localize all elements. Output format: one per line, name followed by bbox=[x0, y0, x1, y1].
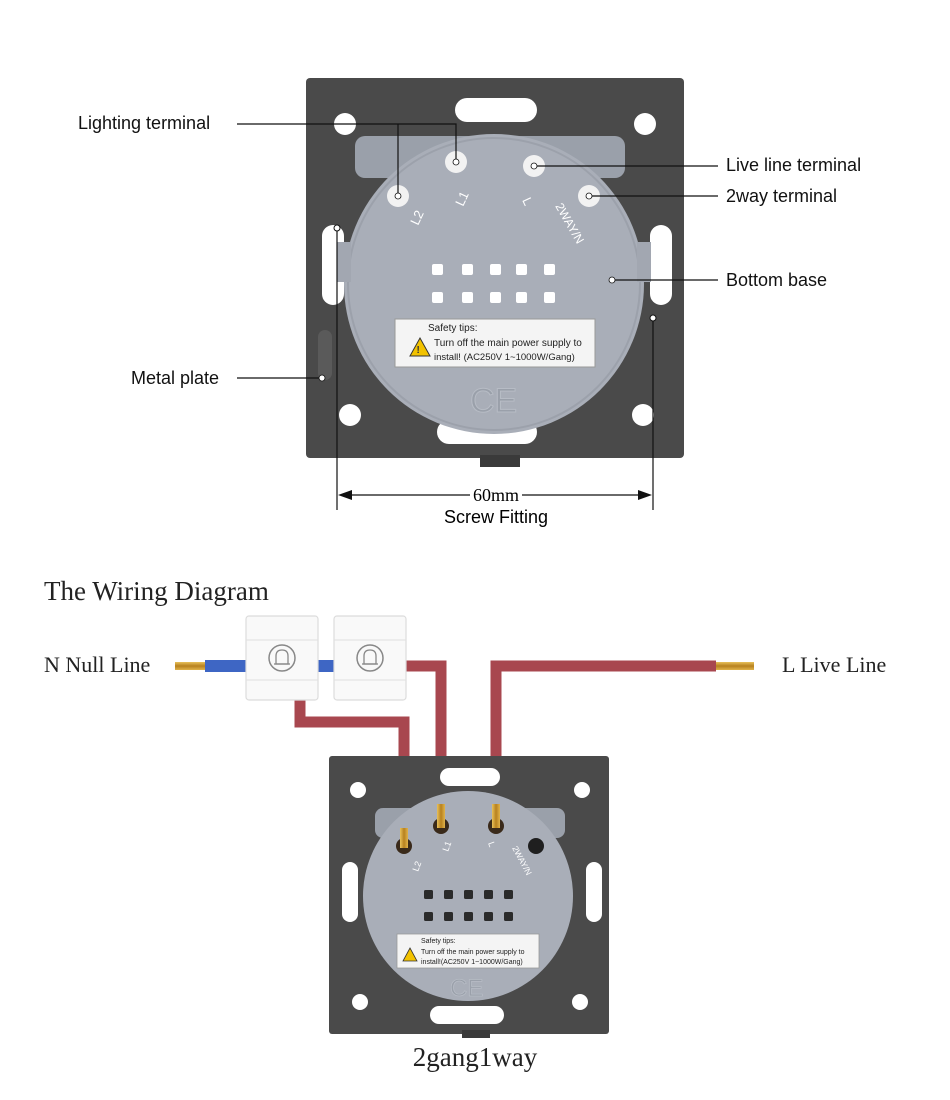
wiring-safety-sticker: Safety tips: Turn off the main power sup… bbox=[396, 933, 540, 969]
wiring-title: The Wiring Diagram bbox=[44, 576, 269, 606]
svg-text:!: ! bbox=[417, 345, 420, 356]
metal-plate-label: Metal plate bbox=[131, 368, 220, 388]
lamp-box-2 bbox=[333, 615, 407, 701]
dimension-label: Screw Fitting bbox=[443, 507, 549, 527]
vent-grid bbox=[432, 264, 555, 303]
lighting-terminal-label: Lighting terminal bbox=[78, 113, 211, 133]
neutral-wire-end bbox=[175, 662, 207, 670]
safety-line-1: Turn off the main power supply to bbox=[434, 338, 582, 349]
wiring-terminal-l1: L1 bbox=[440, 840, 453, 853]
terminal-label-l1: L1 bbox=[452, 189, 472, 208]
wiring-caption: 2gang1way bbox=[412, 1042, 538, 1072]
lamp-box-1 bbox=[245, 615, 319, 701]
live-line-terminal-label: Live line terminal bbox=[726, 155, 862, 175]
wiring-terminal-l2: L2 bbox=[410, 860, 423, 873]
wiring-bottom-base: L2 L1 L 2WAY/N Safety tips: Turn off the… bbox=[363, 791, 573, 1002]
wiring-terminal-l: L bbox=[486, 840, 497, 848]
safety-line-2: install! (AC250V 1~1000W/Gang) bbox=[434, 352, 575, 363]
twoway-terminal-label: 2way terminal bbox=[726, 186, 838, 206]
ce-mark-icon: CE bbox=[470, 382, 517, 420]
wiring-safety-heading: Safety tips: bbox=[421, 938, 456, 945]
bottom-base: L2 L1 L 2WAY/N ! Safety tips: Turn off t… bbox=[337, 134, 651, 434]
warning-icon bbox=[402, 947, 418, 962]
terminal-label-l2: L2 bbox=[407, 208, 427, 227]
callout-leaders bbox=[237, 123, 718, 379]
dimension-value: 60mm bbox=[336, 485, 656, 506]
wiring-safety-line-1: Turn off the main power supply to bbox=[421, 949, 525, 956]
live-wire-end bbox=[714, 662, 754, 670]
safety-sticker: ! Safety tips: Turn off the main power s… bbox=[394, 318, 596, 368]
bell-icon bbox=[268, 644, 296, 672]
neutral-wire bbox=[205, 660, 253, 672]
bell-icon bbox=[356, 644, 384, 672]
bottom-base-label: Bottom base bbox=[726, 270, 828, 290]
neutral-line-label: N Null Line bbox=[44, 652, 151, 677]
warning-icon bbox=[409, 336, 431, 357]
ce-mark-icon: CE bbox=[450, 975, 483, 1002]
wiring-safety-line-2: install!(AC250V 1~1000W/Gang) bbox=[421, 959, 523, 966]
live-line-label: L Live Line bbox=[782, 652, 887, 677]
safety-heading: Safety tips: bbox=[428, 323, 477, 334]
